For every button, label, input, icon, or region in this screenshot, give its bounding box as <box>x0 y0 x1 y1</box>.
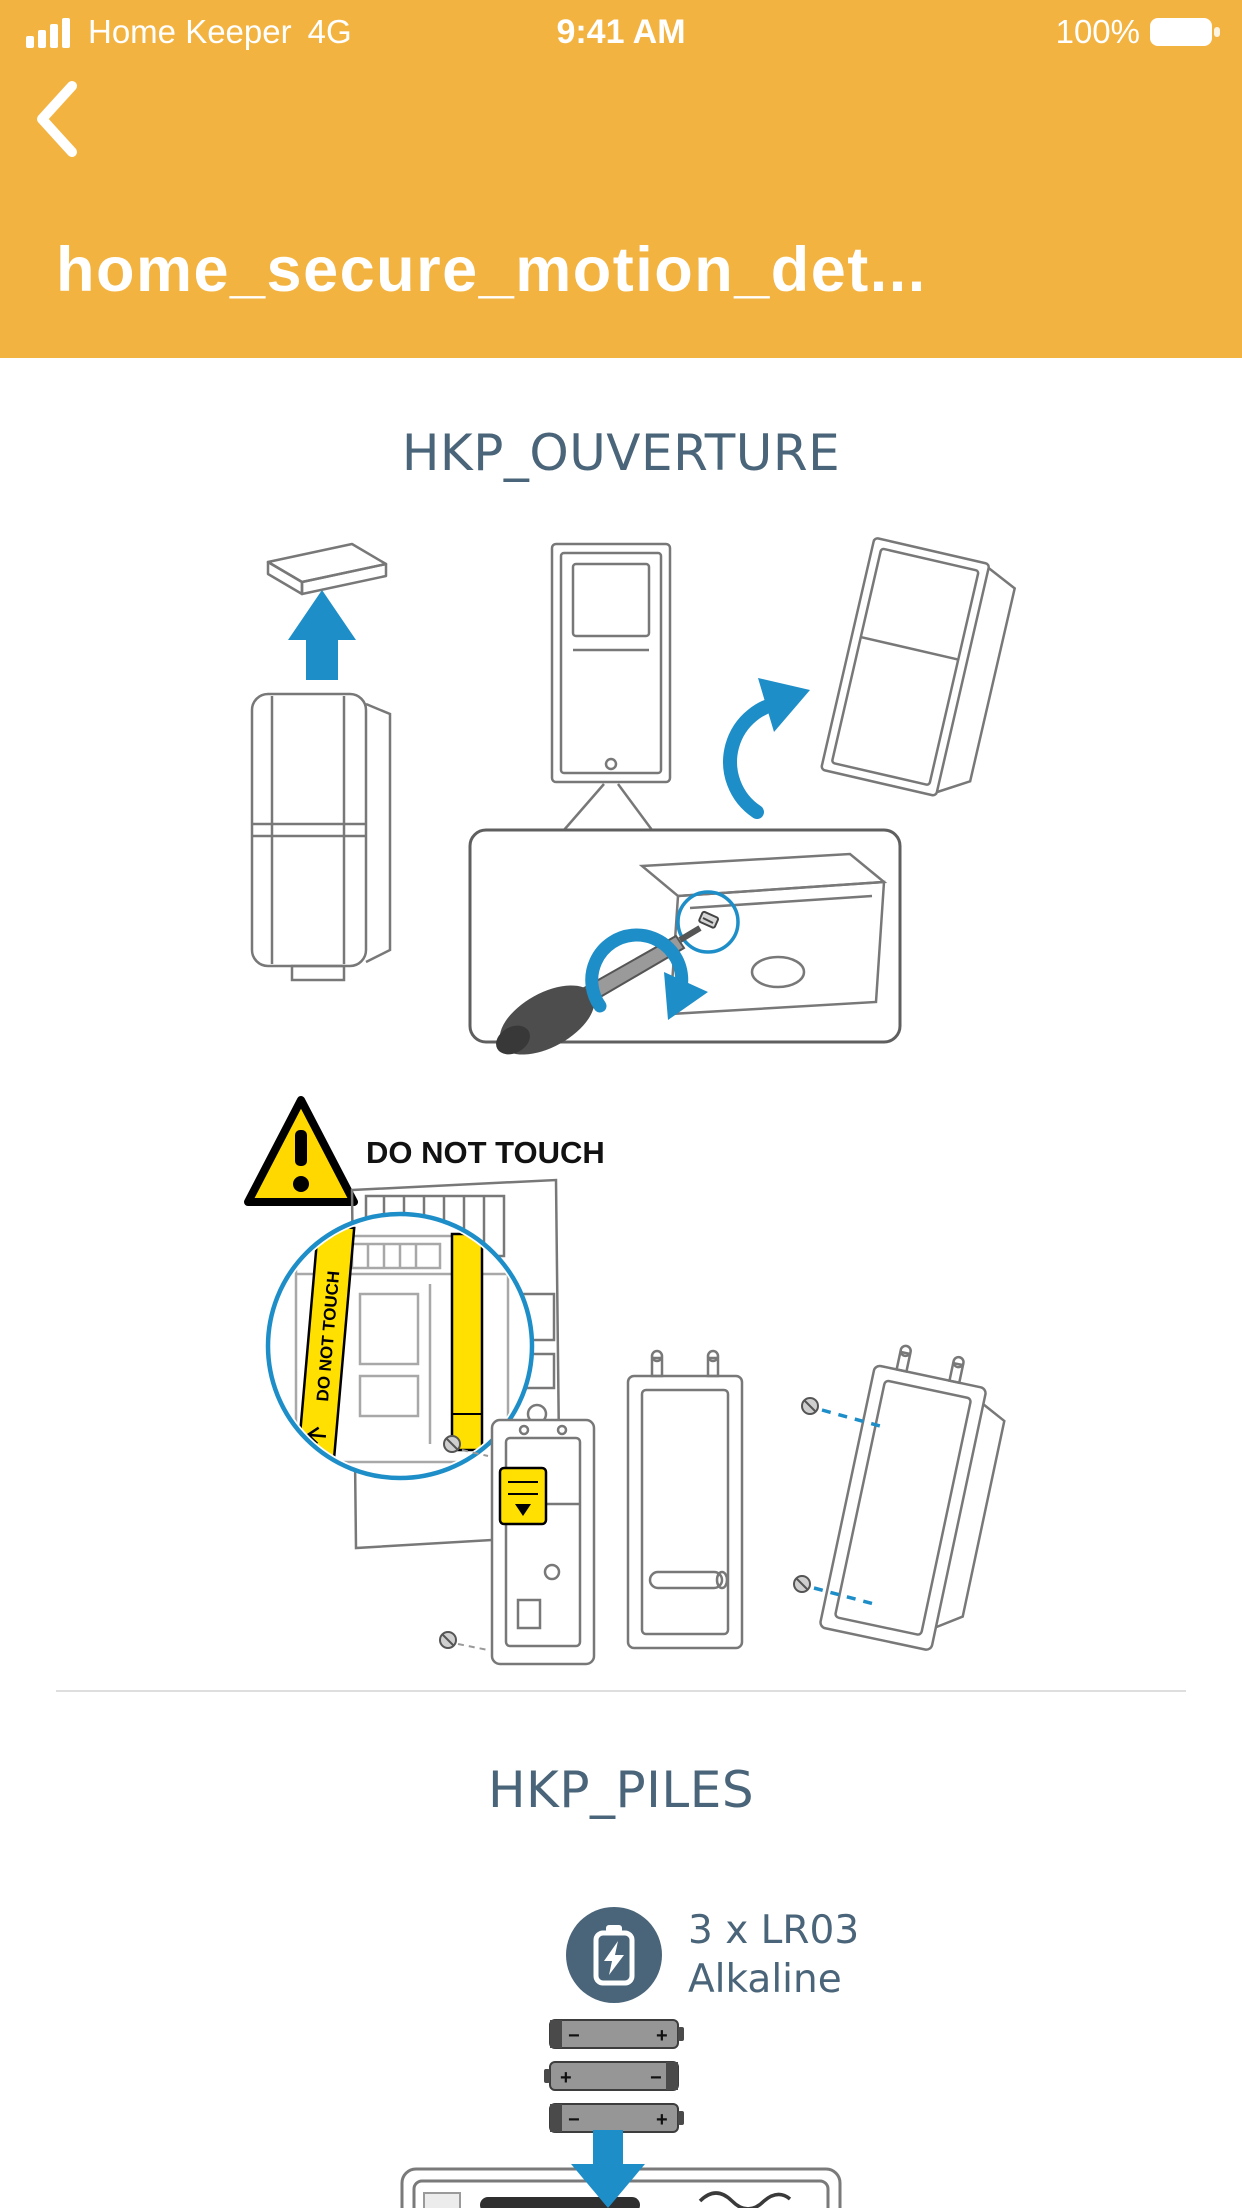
arrow-unscrew-icon <box>585 928 708 1020</box>
warning-strip-right <box>450 1232 484 1452</box>
battery-spec: 3 x LR03 Alkaline <box>566 1906 859 2004</box>
battery-count-label: 3 x LR03 <box>688 1908 860 1953</box>
page-title: home_secure_motion_det... <box>56 235 927 305</box>
battery-row-3: − + <box>549 2103 684 2133</box>
battery-percent: 100% <box>1055 13 1140 50</box>
battery-spec-text: 3 x LR03 Alkaline <box>688 1906 859 2004</box>
screw-icon <box>698 910 720 929</box>
warning-strip-left: DO NOT TOUCH <box>296 1223 356 1463</box>
opening-instructions-illustration <box>250 537 1017 1055</box>
detail-callout-box <box>468 828 902 1044</box>
screw-front-bottom-icon <box>439 1631 489 1651</box>
detector-cap-drawing <box>266 542 388 596</box>
signal-icon <box>26 18 70 48</box>
section-title-piles: HKP_PILES <box>487 1761 755 1819</box>
batteries-illustration: − + + − − + <box>544 2019 684 2133</box>
battery-flash-icon <box>593 1925 635 1986</box>
back-button[interactable] <box>26 76 90 164</box>
polarity-plus: + <box>656 2109 668 2131</box>
section-title-ouverture: HKP_OUVERTURE <box>401 424 841 482</box>
clock: 9:41 AM <box>556 12 686 51</box>
network-label: 4G <box>307 13 352 50</box>
status-bar: Home Keeper 4G 9:41 AM 100% <box>0 0 1242 64</box>
polarity-minus: − <box>650 2067 662 2089</box>
detector-side-view <box>250 692 392 982</box>
document-viewer[interactable]: HKP_OUVERTURE <box>0 358 1242 2208</box>
polarity-minus: − <box>568 2109 580 2131</box>
detector-open-view <box>820 537 1017 797</box>
arrow-rotate-icon <box>723 678 810 819</box>
battery-icon <box>1150 18 1220 46</box>
chevron-left-icon <box>37 81 77 157</box>
battery-type-label: Alkaline <box>688 1957 842 2002</box>
polarity-minus: − <box>568 2025 580 2047</box>
status-left: Home Keeper 4G <box>26 0 352 64</box>
screw-highlight-circle <box>676 890 740 954</box>
do-not-touch-illustration: DO NOT TOUCH <box>244 1096 1006 1666</box>
screw-tilted-top-icon <box>801 1397 881 1428</box>
warning-triangle-icon <box>244 1096 358 1206</box>
polarity-plus: + <box>656 2025 668 2047</box>
section-divider <box>56 1690 1186 1692</box>
screw-front-top-icon <box>443 1435 489 1457</box>
app-header: Home Keeper 4G 9:41 AM 100% home_secure_… <box>0 0 1242 358</box>
carrier-label: Home Keeper <box>88 13 292 50</box>
detector-bottom-3d <box>638 852 888 1016</box>
insert-arrow-icon <box>571 2130 645 2208</box>
status-right: 100% <box>1056 0 1220 64</box>
battery-badge <box>566 1907 662 2003</box>
warning-tab <box>498 1466 548 1526</box>
arrow-up-icon <box>288 590 356 680</box>
detector-front-view <box>550 542 672 831</box>
battery-row-2: + − <box>544 2061 679 2091</box>
warning-label: DO NOT TOUCH <box>366 1135 605 1170</box>
screw-tilted-bottom-icon <box>793 1575 875 1606</box>
mounting-bracket-open <box>626 1349 744 1650</box>
mounting-bracket-front <box>490 1418 596 1666</box>
battery-row-1: − + <box>549 2019 684 2049</box>
magnifier-detail: DO NOT TOUCH <box>265 1211 535 1481</box>
mounting-bracket-tilted <box>819 1344 1006 1651</box>
polarity-plus: + <box>560 2067 572 2089</box>
